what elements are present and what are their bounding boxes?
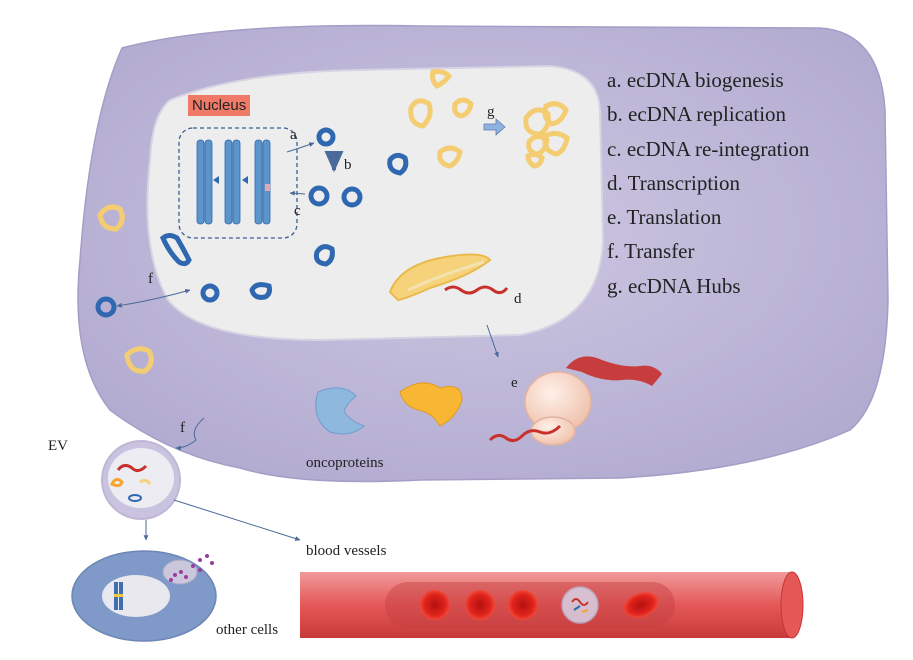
chromosome-arrows xyxy=(213,176,248,184)
arrow-d xyxy=(486,324,499,358)
label-e: e xyxy=(511,375,518,391)
label-blood-vessels: blood vessels xyxy=(306,543,387,559)
label-f-nucleus: f xyxy=(148,271,153,287)
legend-item-transfer: f. Transfer xyxy=(607,239,695,264)
legend-item-replication: b. ecDNA replication xyxy=(607,102,787,127)
other-cell xyxy=(71,550,217,642)
label-f-membrane: f xyxy=(180,420,185,436)
oncoprotein-yellow xyxy=(399,382,463,427)
label-other-cells: other cells xyxy=(216,622,278,638)
legend-item-transcription: d. Transcription xyxy=(607,170,741,195)
hub-arrow xyxy=(483,118,506,136)
legend-item-hubs: g. ecDNA Hubs xyxy=(607,273,741,298)
label-c: c xyxy=(294,203,301,219)
vesicle-contents-dots xyxy=(169,554,214,582)
chromosome-box xyxy=(178,127,298,239)
arrow-f-ev xyxy=(175,417,205,451)
oncoprotein-blue xyxy=(315,387,365,435)
label-oncoproteins: oncoproteins xyxy=(306,455,384,471)
arrow-f-exchange xyxy=(116,289,191,308)
blood-vessel xyxy=(300,571,804,639)
arrow-ev-to-vessel xyxy=(173,499,301,541)
mrna-in xyxy=(488,424,562,443)
legend-item-biogenesis: a. ecDNA biogenesis xyxy=(607,68,784,92)
polypeptide-out xyxy=(566,356,662,386)
label-d: d xyxy=(514,291,522,307)
arrow-a xyxy=(286,142,315,153)
extracellular-vesicle xyxy=(101,440,181,520)
label-a: a xyxy=(290,127,297,143)
ecdna-yellow-group xyxy=(97,69,474,374)
label-g: g xyxy=(487,104,495,120)
ecdna-blue-group xyxy=(95,127,409,318)
legend-item-translation: e. Translation xyxy=(607,205,722,230)
nucleus xyxy=(146,64,605,342)
ecdna-hub-cluster xyxy=(523,101,570,169)
label-b: b xyxy=(344,157,352,173)
nucleus-label: Nucleus xyxy=(188,95,251,116)
mrna-strand xyxy=(444,285,509,295)
transcription-ecdna xyxy=(388,253,492,302)
label-ev: EV xyxy=(48,438,68,454)
red-blood-cells xyxy=(420,590,659,620)
arrow-c xyxy=(289,190,306,196)
chromosome-group xyxy=(196,139,271,225)
legend-item-reintegration: c. ecDNA re-integration xyxy=(607,136,810,161)
vessel-ev xyxy=(561,586,599,624)
legend: a. ecDNA biogenesis b. ecDNA replication… xyxy=(607,67,809,307)
